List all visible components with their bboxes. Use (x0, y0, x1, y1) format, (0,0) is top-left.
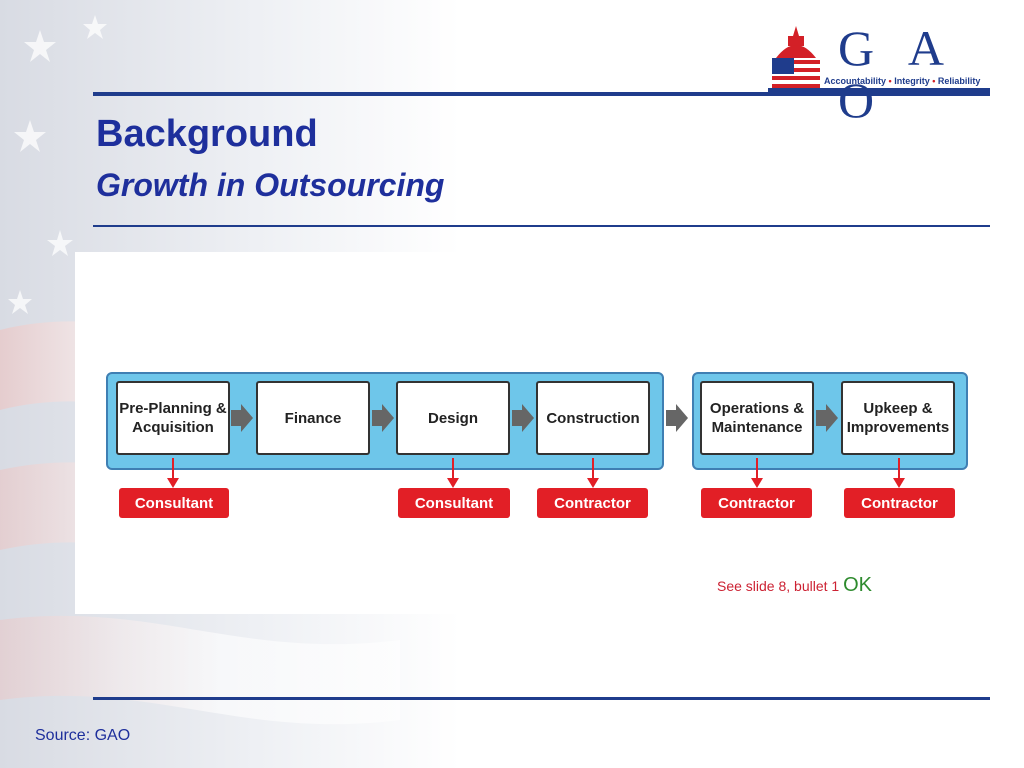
flow-arrow-2-icon (372, 404, 394, 432)
source-caption: Source: GAO (35, 727, 131, 744)
slide-subtitle: Growth in Outsourcing (96, 167, 445, 203)
top-rule (93, 92, 990, 96)
slide-note: See slide 8, bullet 1 OK (717, 574, 872, 597)
gao-letters: G A O (838, 20, 954, 128)
stage-finance: Finance (256, 381, 370, 455)
gao-logo (768, 22, 992, 94)
slide-title: Background (96, 113, 318, 155)
drop-arrow-5-icon (893, 478, 905, 488)
actor-consultant-preplanning: Consultant (119, 488, 229, 518)
capitol-flag-icon (768, 26, 990, 92)
flow-arrow-4-icon (666, 404, 688, 432)
drop-line-consultant-1 (172, 458, 174, 480)
flow-arrow-5-icon (816, 404, 838, 432)
stage-design: Design (396, 381, 510, 455)
actor-contractor-construction: Contractor (537, 488, 648, 518)
note-ok: OK (843, 574, 872, 596)
note-text: See slide 8, bullet 1 (717, 578, 840, 594)
drop-line-contractor-2 (756, 458, 758, 480)
drop-arrow-1-icon (167, 478, 179, 488)
actor-contractor-upkeep: Contractor (844, 488, 955, 518)
gao-tagline: Accountability • Integrity • Reliability (824, 76, 981, 86)
flow-arrow-1-icon (231, 404, 253, 432)
stage-operations: Operations & Maintenance (700, 381, 814, 455)
drop-arrow-3-icon (587, 478, 599, 488)
stage-pre-planning: Pre-Planning & Acquisition (116, 381, 230, 455)
title-rule (93, 225, 990, 227)
drop-line-contractor-3 (898, 458, 900, 480)
actor-consultant-design: Consultant (398, 488, 510, 518)
drop-arrow-2-icon (447, 478, 459, 488)
drop-arrow-4-icon (751, 478, 763, 488)
flow-arrow-3-icon (512, 404, 534, 432)
actor-contractor-operations: Contractor (701, 488, 812, 518)
bottom-rule (93, 697, 990, 700)
stage-upkeep: Upkeep & Improvements (841, 381, 955, 455)
drop-line-consultant-2 (452, 458, 454, 480)
drop-line-contractor-1 (592, 458, 594, 480)
stage-construction: Construction (536, 381, 650, 455)
